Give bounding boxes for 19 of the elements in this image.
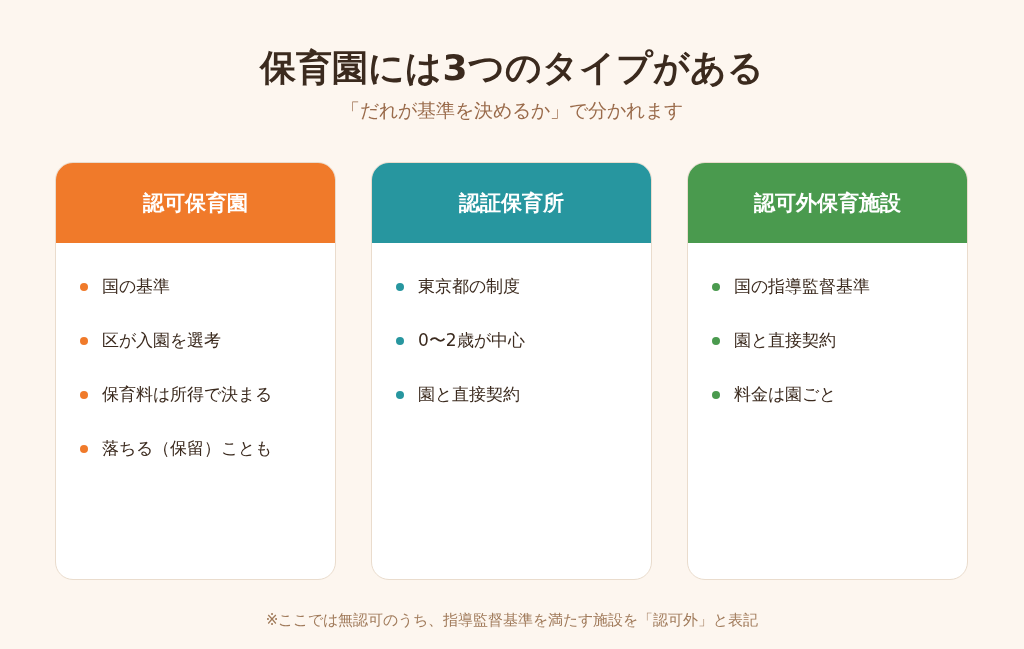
bullet-item: 国の基準 — [80, 275, 170, 298]
bullet-item: 園と直接契約 — [396, 383, 520, 406]
bullet-item: 園と直接契約 — [712, 329, 836, 352]
bullet-item: 料金は園ごと — [712, 383, 836, 406]
title: 保育園には3つのタイプがある — [258, 46, 765, 90]
card — [371, 162, 652, 580]
card-header: 認証保育所 — [372, 163, 651, 243]
bullet-item: 国の指導監督基準 — [712, 275, 870, 298]
card — [687, 162, 968, 580]
bullet-item: 0〜2歳が中心 — [396, 329, 525, 352]
bullet-item: 区が入園を選考 — [80, 329, 221, 352]
bullet-item: 落ちる（保留）ことも — [80, 437, 272, 460]
bullet-item: 東京都の制度 — [396, 275, 520, 298]
bullet-item: 保育料は所得で決まる — [80, 383, 272, 406]
subtitle: 「だれが基準を決めるか」で分かれます — [341, 98, 683, 123]
card — [55, 162, 336, 580]
card-header: 認可外保育施設 — [688, 163, 967, 243]
card-header: 認可保育園 — [56, 163, 335, 243]
footnote: ※ここでは無認可のうち、指導監督基準を満たす施設を「認可外」と表記 — [265, 611, 759, 630]
